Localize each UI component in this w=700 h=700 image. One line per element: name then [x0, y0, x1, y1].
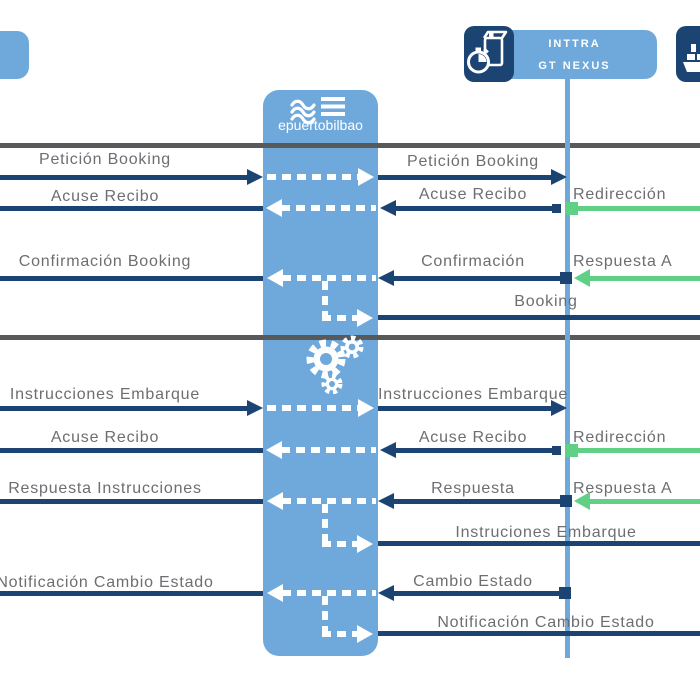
msg-line: [0, 406, 248, 411]
msg-label-notificacion-cambio-estado-right: Notificación Cambio Estado: [437, 614, 655, 631]
arrowhead-left-icon: [378, 270, 394, 286]
msg-line: [378, 406, 552, 411]
ship-icon: [676, 26, 700, 82]
white-arrowhead-right-icon: [358, 399, 374, 417]
msg-label-acuse-recibo2-left: Acuse Recibo: [50, 429, 160, 446]
msg-label-respuesta-a-2: Respuesta A: [573, 480, 673, 497]
arrowhead-right-icon: [551, 169, 567, 185]
column-dashed-flow: [282, 275, 376, 281]
inttra-entity-box: [492, 30, 657, 79]
left-entity-box-partial: [0, 31, 29, 79]
white-arrowhead-right-icon: [357, 309, 373, 327]
arrowhead-left-icon: [378, 493, 394, 509]
msg-label-peticion-booking-right: Petición Booking: [407, 153, 539, 170]
msg-label-respuesta-instrucciones-left: Respuesta Instrucciones: [8, 480, 202, 497]
green-arrowhead-left-icon: [574, 492, 590, 510]
arrowhead-right-icon: [247, 169, 263, 185]
msg-label-booking: Booking: [514, 293, 578, 310]
msg-label-instruciones-embarque: Instruciones Embarque: [455, 524, 637, 541]
msg-line: [0, 175, 248, 180]
arrowhead-right-icon: [551, 400, 567, 416]
endpoint-square: [560, 272, 572, 284]
arrowhead-left-icon: [380, 200, 396, 216]
white-arrowhead-left-icon: [266, 199, 282, 217]
msg-label-confirmacion-booking-left: Confirmación Booking: [18, 253, 192, 270]
green-endpoint-square: [565, 202, 578, 215]
msg-label-notificacion-cambio-estado-left: Notificación Cambio Estado: [0, 574, 214, 591]
green-msg-line: [578, 206, 700, 211]
msg-line: [378, 175, 552, 180]
msg-label-acuse-recibo-right: Acuse Recibo: [418, 186, 528, 203]
arrowhead-left-icon: [378, 585, 394, 601]
msg-label-confirmacion-right: Confirmación: [421, 253, 525, 270]
inttra-name-line1: INTTRA: [548, 38, 601, 50]
msg-line: [378, 315, 700, 320]
waves-logo-icon: [290, 95, 346, 130]
package-stopwatch-icon: [464, 26, 514, 82]
column-dashed-flow: [322, 631, 358, 637]
endpoint-square: [560, 495, 572, 507]
column-dashed-elbow: [322, 504, 328, 541]
column-dashed-elbow: [322, 596, 328, 631]
msg-label-redireccion-2: Redirección: [573, 429, 667, 446]
msg-label-instrucciones-embarque-left: Instrucciones Embarque: [9, 386, 201, 403]
gears-icon: [288, 332, 372, 399]
white-arrowhead-right-icon: [357, 625, 373, 643]
green-arrowhead-left-icon: [574, 269, 590, 287]
white-arrowhead-left-icon: [267, 492, 283, 510]
msg-line: [393, 499, 561, 504]
msg-label-acuse-recibo2-right: Acuse Recibo: [418, 429, 528, 446]
msg-line: [393, 591, 561, 596]
inttra-lifeline: [565, 79, 570, 658]
arrowhead-left-icon: [380, 442, 396, 458]
column-dashed-flow: [281, 205, 376, 211]
green-msg-line: [578, 448, 700, 453]
column-dashed-flow: [322, 541, 358, 547]
msg-line: [393, 276, 561, 281]
white-arrowhead-left-icon: [266, 441, 282, 459]
msg-line: [0, 276, 263, 281]
column-dashed-flow: [267, 174, 359, 180]
section-separator-1: [0, 143, 700, 148]
inttra-name-line2: GT NEXUS: [538, 60, 611, 72]
msg-label-acuse-recibo-left: Acuse Recibo: [50, 188, 160, 205]
arrowhead-right-icon: [247, 400, 263, 416]
msg-line: [395, 448, 554, 453]
msg-label-respuesta-right: Respuesta: [431, 480, 515, 497]
white-arrowhead-left-icon: [267, 584, 283, 602]
endpoint-square: [552, 446, 561, 455]
msg-label-cambio-estado: Cambio Estado: [413, 573, 533, 590]
msg-label-instrucciones-embarque-right: Instrucciones Embarque: [378, 386, 569, 403]
inttra-entity-name: INTTRA GT NEXUS: [492, 33, 657, 77]
msg-line: [378, 631, 700, 636]
msg-line: [0, 591, 263, 596]
white-arrowhead-right-icon: [358, 168, 374, 186]
green-endpoint-square: [565, 444, 578, 457]
section-separator-2: [0, 335, 700, 340]
msg-label-redireccion-1: Redirección: [573, 186, 667, 203]
green-msg-line: [590, 499, 700, 504]
msg-label-peticion-booking-left: Petición Booking: [39, 151, 171, 168]
column-dashed-flow: [281, 447, 376, 453]
epuertobilbao-entity-name: epuertobilbao: [278, 117, 363, 133]
msg-line: [0, 448, 263, 453]
white-arrowhead-left-icon: [267, 269, 283, 287]
column-dashed-flow: [282, 590, 376, 596]
column-dashed-flow: [322, 315, 358, 321]
column-dashed-flow: [267, 405, 359, 411]
column-dashed-flow: [282, 498, 376, 504]
column-dashed-elbow: [322, 281, 328, 315]
msg-label-respuesta-a-1: Respuesta A: [573, 253, 673, 270]
msg-line: [0, 499, 263, 504]
endpoint-square: [552, 204, 561, 213]
endpoint-square: [559, 587, 571, 599]
white-arrowhead-right-icon: [357, 535, 373, 553]
msg-line: [378, 541, 700, 546]
msg-line: [395, 206, 554, 211]
msg-line: [0, 206, 263, 211]
green-msg-line: [590, 276, 700, 281]
